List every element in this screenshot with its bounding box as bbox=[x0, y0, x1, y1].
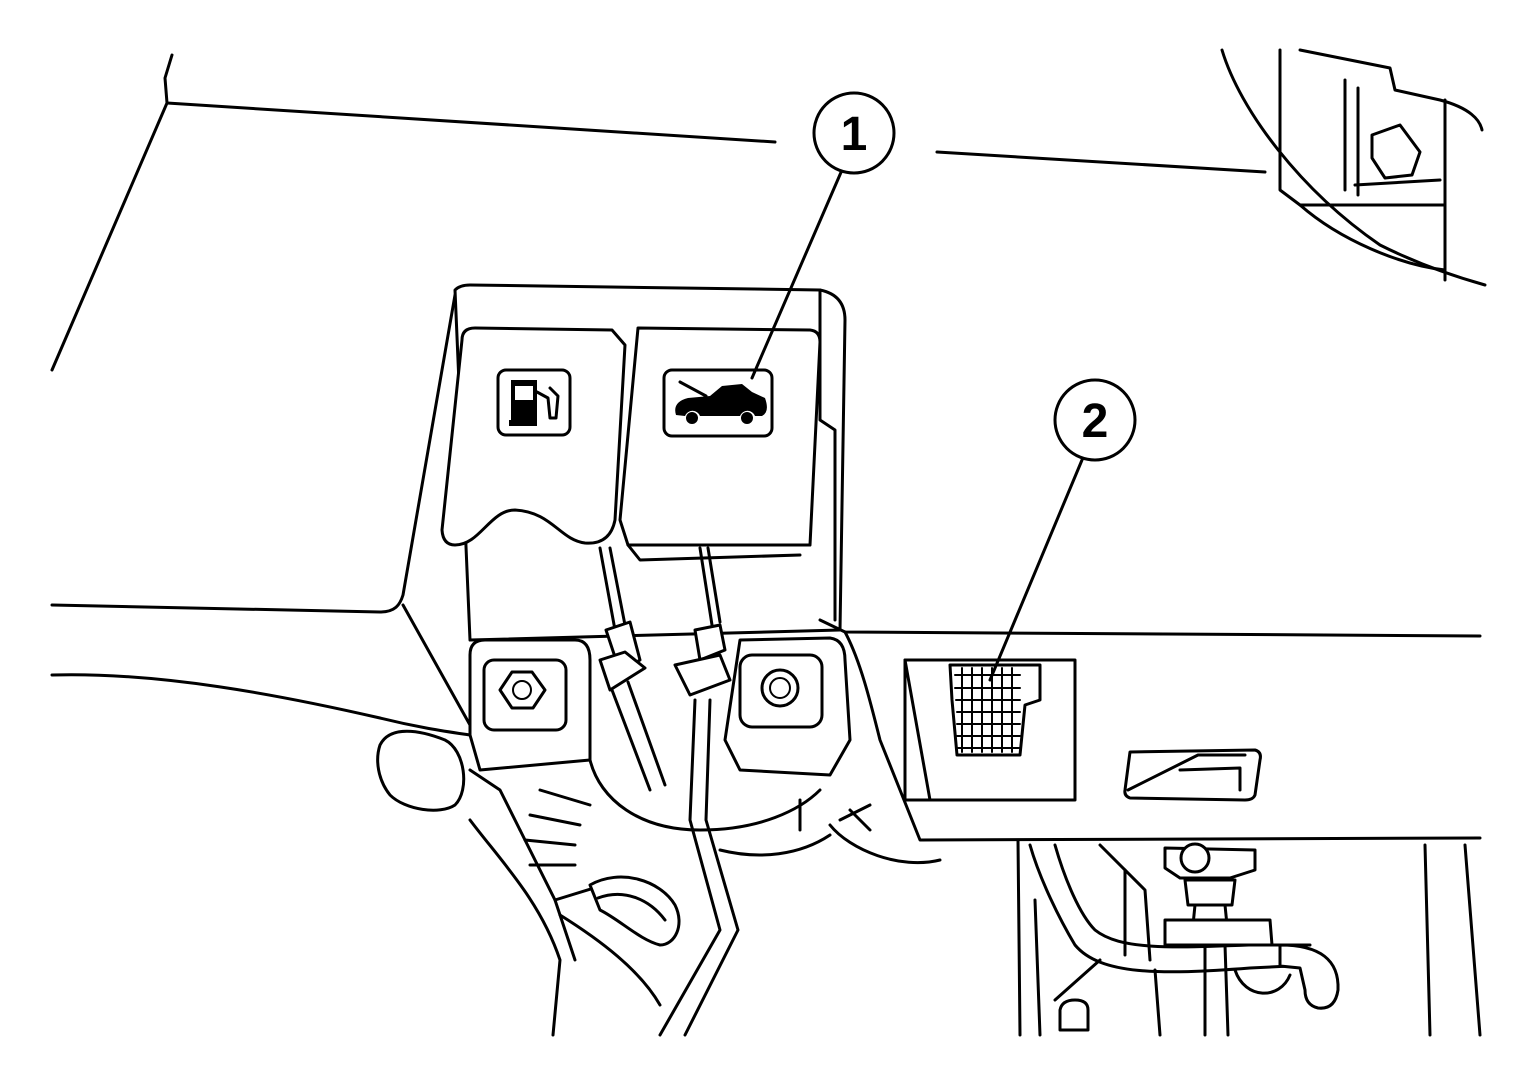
callout-leaders bbox=[750, 168, 1084, 682]
fuel-door-lever bbox=[440, 326, 627, 547]
under-dash-components bbox=[376, 729, 942, 1037]
callout-2: 2 bbox=[1053, 378, 1137, 462]
callout-2-label: 2 bbox=[1082, 395, 1109, 448]
car-hood-open-icon bbox=[675, 380, 767, 424]
callout-1-label: 1 bbox=[841, 108, 868, 161]
fuel-pump-icon bbox=[509, 380, 560, 426]
lower-dash-panel bbox=[818, 618, 1482, 842]
hood-release-lever bbox=[618, 326, 822, 562]
dashboard-outline bbox=[50, 48, 1487, 737]
obd-connector bbox=[948, 663, 1042, 757]
release-cables bbox=[598, 546, 740, 1037]
mounting-bolts bbox=[468, 636, 852, 777]
pedal-assembly bbox=[1016, 838, 1482, 1037]
callout-1: 1 bbox=[812, 91, 896, 175]
